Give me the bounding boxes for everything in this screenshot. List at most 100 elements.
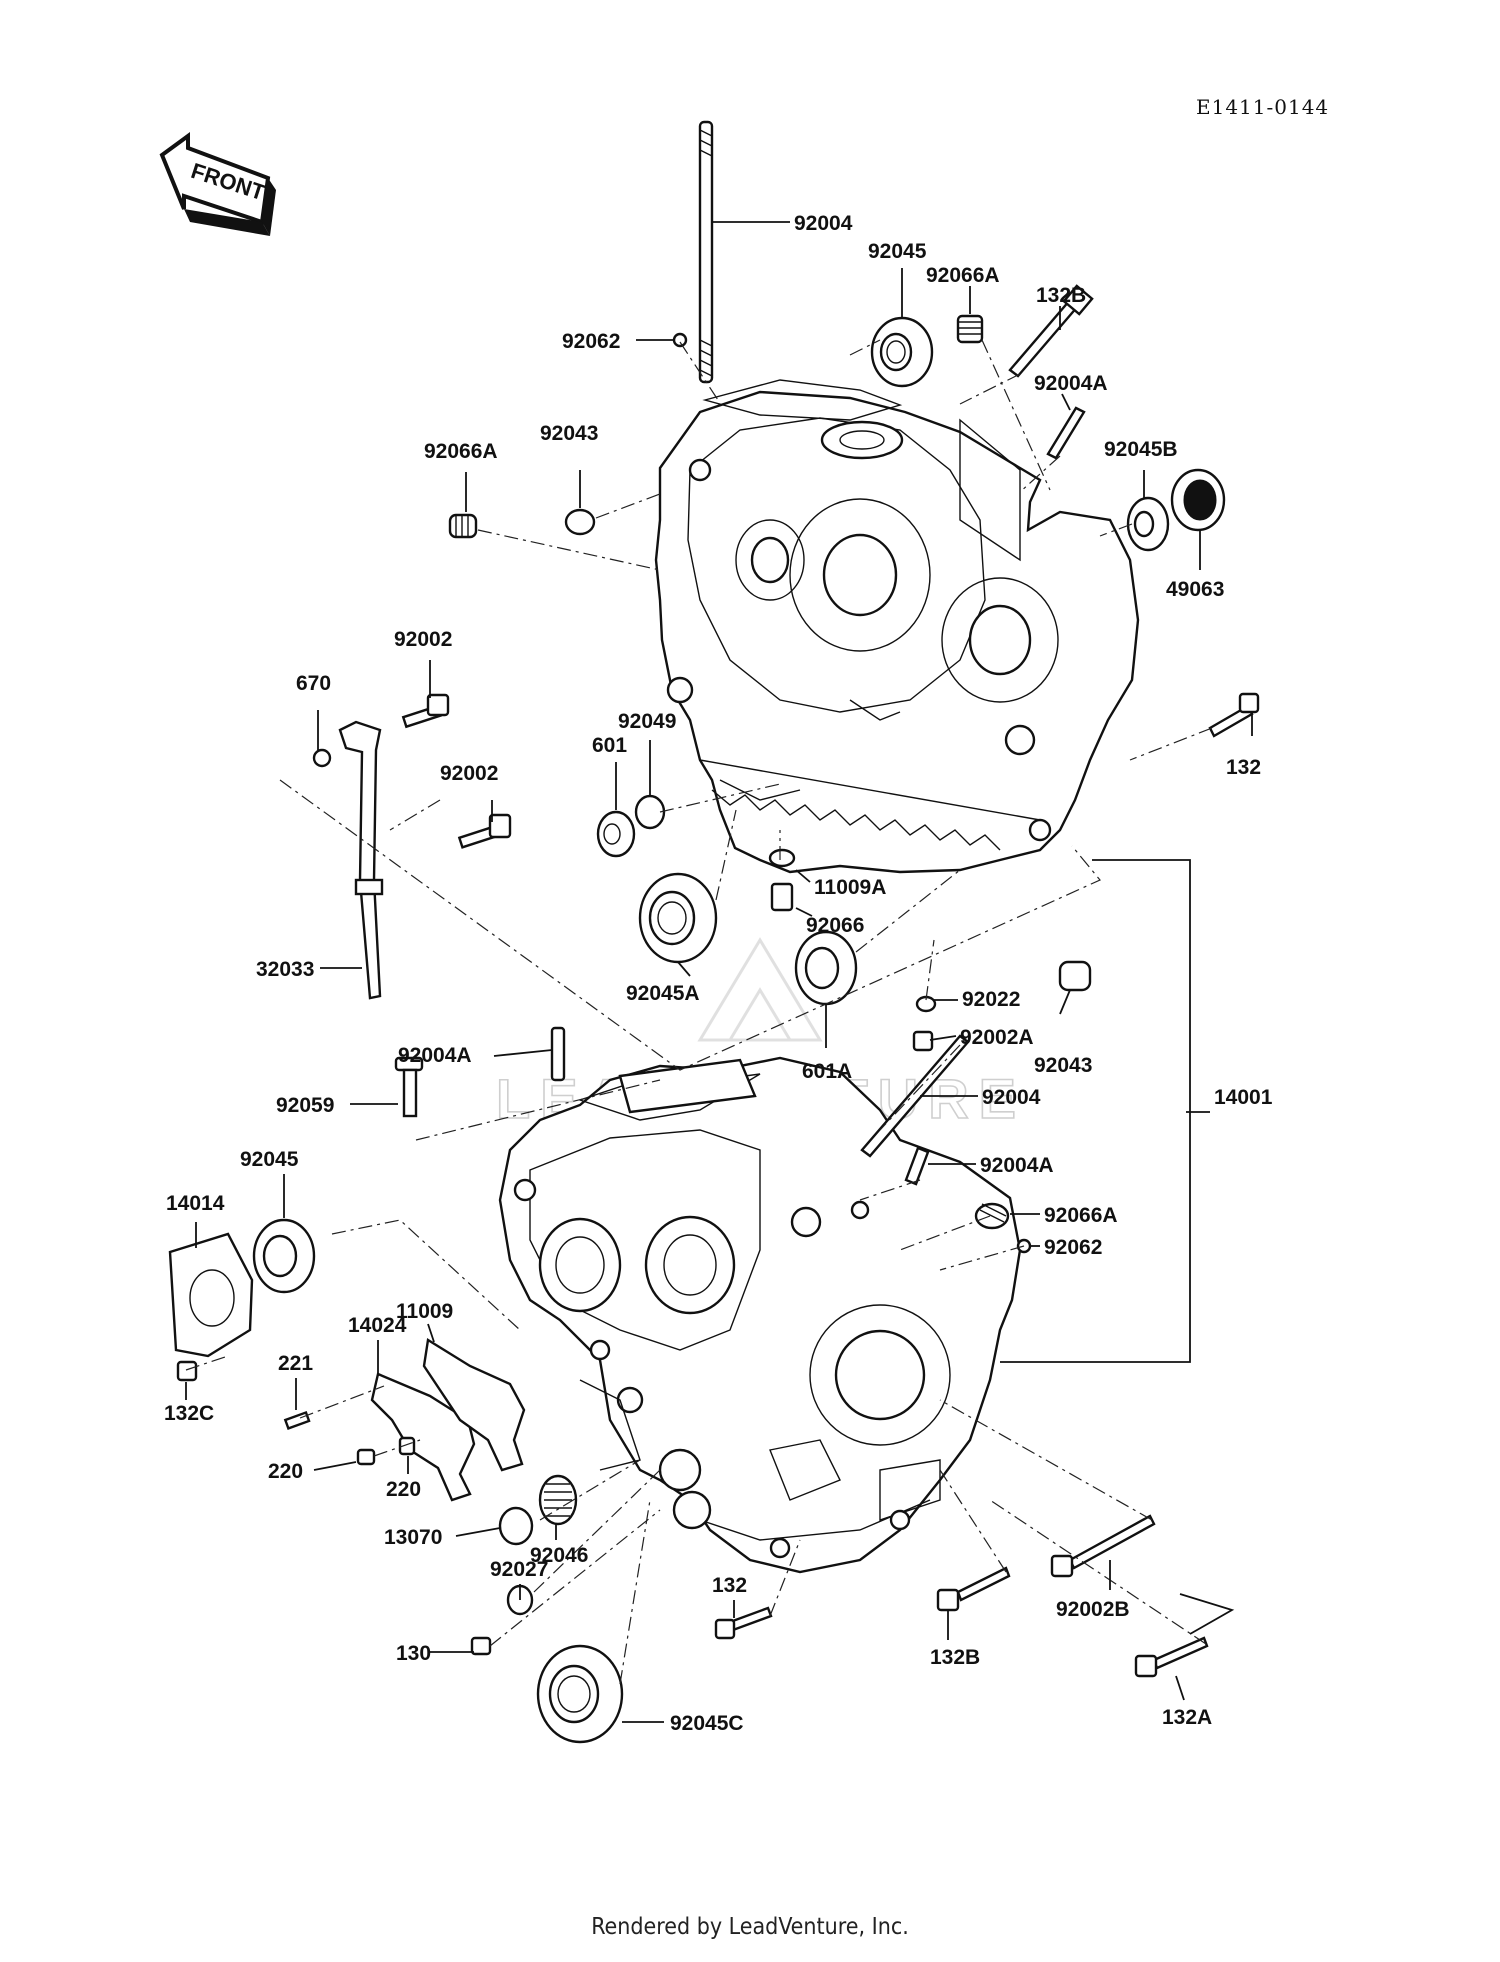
bolt-92002a: [912, 1030, 934, 1052]
bearing-601: [596, 810, 636, 858]
nut-92062-top: [672, 332, 688, 348]
label-92002-b: 92002: [440, 762, 498, 785]
stud-92004a-mid: [550, 1026, 566, 1082]
leader-lines: [185, 221, 1253, 1723]
screw-220-b: [398, 1436, 416, 1456]
label-601a: 601A: [802, 1060, 852, 1083]
bearing-92045b: [1126, 496, 1170, 552]
collar-92049: [634, 794, 666, 830]
label-92004-top: 92004: [794, 212, 853, 235]
bolt-130: [470, 1636, 492, 1656]
assembly-guide-lines: [185, 339, 1213, 1685]
label-220-b: 220: [386, 1478, 421, 1501]
screw-221: [283, 1410, 311, 1430]
bolt-132b-top: [1008, 284, 1094, 378]
label-92004-mid: 92004: [982, 1086, 1041, 1109]
label-92002b: 92002B: [1056, 1598, 1130, 1621]
label-92045-top: 92045: [868, 240, 927, 263]
label-132b-bottom: 132B: [930, 1646, 980, 1669]
gasket-11009: [422, 1338, 526, 1472]
label-670: 670: [296, 672, 331, 695]
label-14014: 14014: [166, 1192, 225, 1215]
label-92043-bottom: 92043: [1034, 1054, 1092, 1077]
label-92045a: 92045A: [626, 982, 700, 1005]
label-92045c: 92045C: [670, 1712, 744, 1735]
label-92066a-lower: 92066A: [1044, 1204, 1118, 1227]
pipe-32033: [338, 720, 384, 1000]
cover-14014: [168, 1232, 254, 1358]
gasket-11009a: [768, 848, 796, 868]
label-220-a: 220: [268, 1460, 303, 1483]
label-92046: 92046: [530, 1544, 588, 1567]
bolt-132-bottom: [714, 1606, 773, 1640]
lower-crankcase-half: [498, 1056, 1022, 1574]
front-arrow-icon: FRONT: [159, 132, 276, 236]
label-92004a-top: 92004A: [1034, 372, 1108, 395]
oil-seal-49063: [1170, 468, 1226, 532]
label-92045b: 92045B: [1104, 438, 1178, 461]
label-92002a: 92002A: [960, 1026, 1034, 1049]
label-130: 130: [396, 1642, 431, 1665]
stud-92004-mid: [860, 1034, 970, 1158]
label-92049: 92049: [618, 710, 676, 733]
bearing-601a: [794, 930, 858, 1006]
clip-670: [312, 748, 332, 768]
stud-92004a-top: [1046, 406, 1086, 460]
bolt-92002-a: [401, 693, 450, 729]
label-92062-top: 92062: [562, 330, 620, 353]
label-92043-top: 92043: [540, 422, 598, 445]
label-221: 221: [278, 1352, 313, 1375]
label-132a: 132A: [1162, 1706, 1212, 1729]
bolt-132c: [176, 1360, 198, 1382]
label-14024: 14024: [348, 1314, 407, 1337]
collar-13070: [498, 1506, 534, 1546]
screw-220-a: [356, 1448, 376, 1466]
dowel-92043-top: [564, 508, 596, 536]
upper-crankcase-half: [654, 379, 1140, 874]
bolt-92002b: [1050, 1514, 1156, 1578]
bolt-132a: [1134, 1636, 1209, 1678]
label-92004a-mid: 92004A: [398, 1044, 472, 1067]
plug-92066a-left: [448, 513, 478, 539]
label-92045-lower: 92045: [240, 1148, 299, 1171]
dowel-92043-bottom: [1058, 960, 1092, 992]
document-code: E1411-0144: [1196, 95, 1329, 119]
label-13070: 13070: [384, 1526, 442, 1549]
label-132-right: 132: [1226, 756, 1261, 779]
bearing-92045a: [638, 872, 718, 964]
label-132c: 132C: [164, 1402, 214, 1425]
plug-92066: [770, 882, 794, 912]
label-132-bottom: 132: [712, 1574, 747, 1597]
label-92062-lower: 92062: [1044, 1236, 1102, 1259]
label-601: 601: [592, 734, 627, 757]
bearing-92045c: [536, 1644, 624, 1744]
bolt-132b-bottom: [936, 1566, 1011, 1612]
bearing-92045-lower: [252, 1218, 316, 1294]
bearing-92045-top: [870, 316, 934, 388]
label-92066a-left: 92066A: [424, 440, 498, 463]
watermark-logo-icon: [697, 937, 823, 1042]
nut-92062-lower: [1016, 1238, 1032, 1254]
stud-92004-top: [698, 120, 714, 384]
footer-credit: Rendered by LeadVenture, Inc.: [591, 1914, 909, 1940]
label-92002-a: 92002: [394, 628, 452, 651]
label-92059: 92059: [276, 1094, 334, 1117]
plug-92066a-lower: [974, 1202, 1010, 1230]
label-92004a-lower: 92004A: [980, 1154, 1054, 1177]
label-92066a-top: 92066A: [926, 264, 1000, 287]
bolt-92002-b: [457, 813, 512, 849]
label-11009a: 11009A: [814, 876, 886, 899]
label-11009: 11009: [396, 1300, 453, 1323]
bolt-132-right: [1208, 692, 1260, 738]
needle-bearing-92046: [538, 1474, 578, 1526]
label-32033: 32033: [256, 958, 314, 981]
label-14001: 14001: [1214, 1086, 1273, 1109]
pin-92059: [394, 1056, 424, 1118]
callout-labels: 92004 92045 92066A 132B 92062 92004A 920…: [164, 212, 1273, 1735]
label-49063: 49063: [1166, 578, 1224, 601]
label-92027: 92027: [490, 1558, 548, 1581]
label-132b-top: 132B: [1036, 284, 1086, 307]
label-92066: 92066: [806, 914, 864, 937]
plug-92066a-top: [956, 314, 984, 344]
